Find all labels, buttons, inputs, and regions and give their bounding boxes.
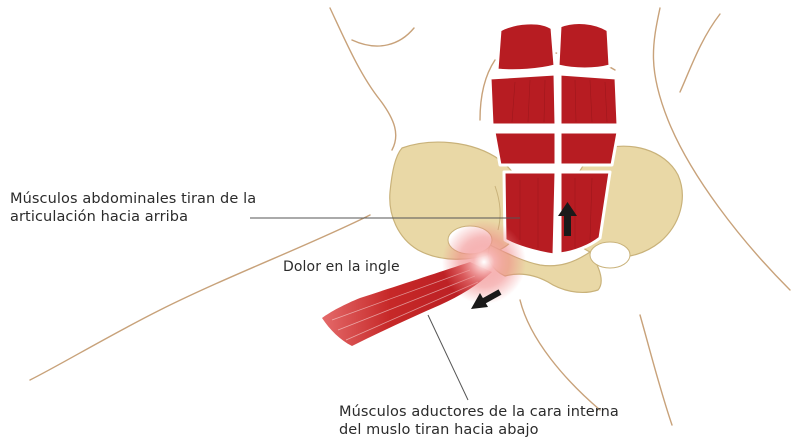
adductors-label-line2: del muslo tiran hacia abajo	[339, 421, 619, 439]
adductors-label: Músculos aductores de la cara interna de…	[339, 403, 619, 439]
groin-pain-label: Dolor en la ingle	[283, 258, 400, 276]
rectus-abdominis-muscle	[490, 23, 618, 255]
groin-pain-indicator	[442, 220, 526, 304]
adductors-leader-line	[428, 315, 468, 400]
adductors-label-line1: Músculos aductores de la cara interna	[339, 403, 619, 421]
abdominals-label: Músculos abdominales tiran de la articul…	[10, 190, 256, 226]
abdominals-label-line2: articulación hacia arriba	[10, 208, 256, 226]
abdominals-label-line1: Músculos abdominales tiran de la	[10, 190, 256, 208]
